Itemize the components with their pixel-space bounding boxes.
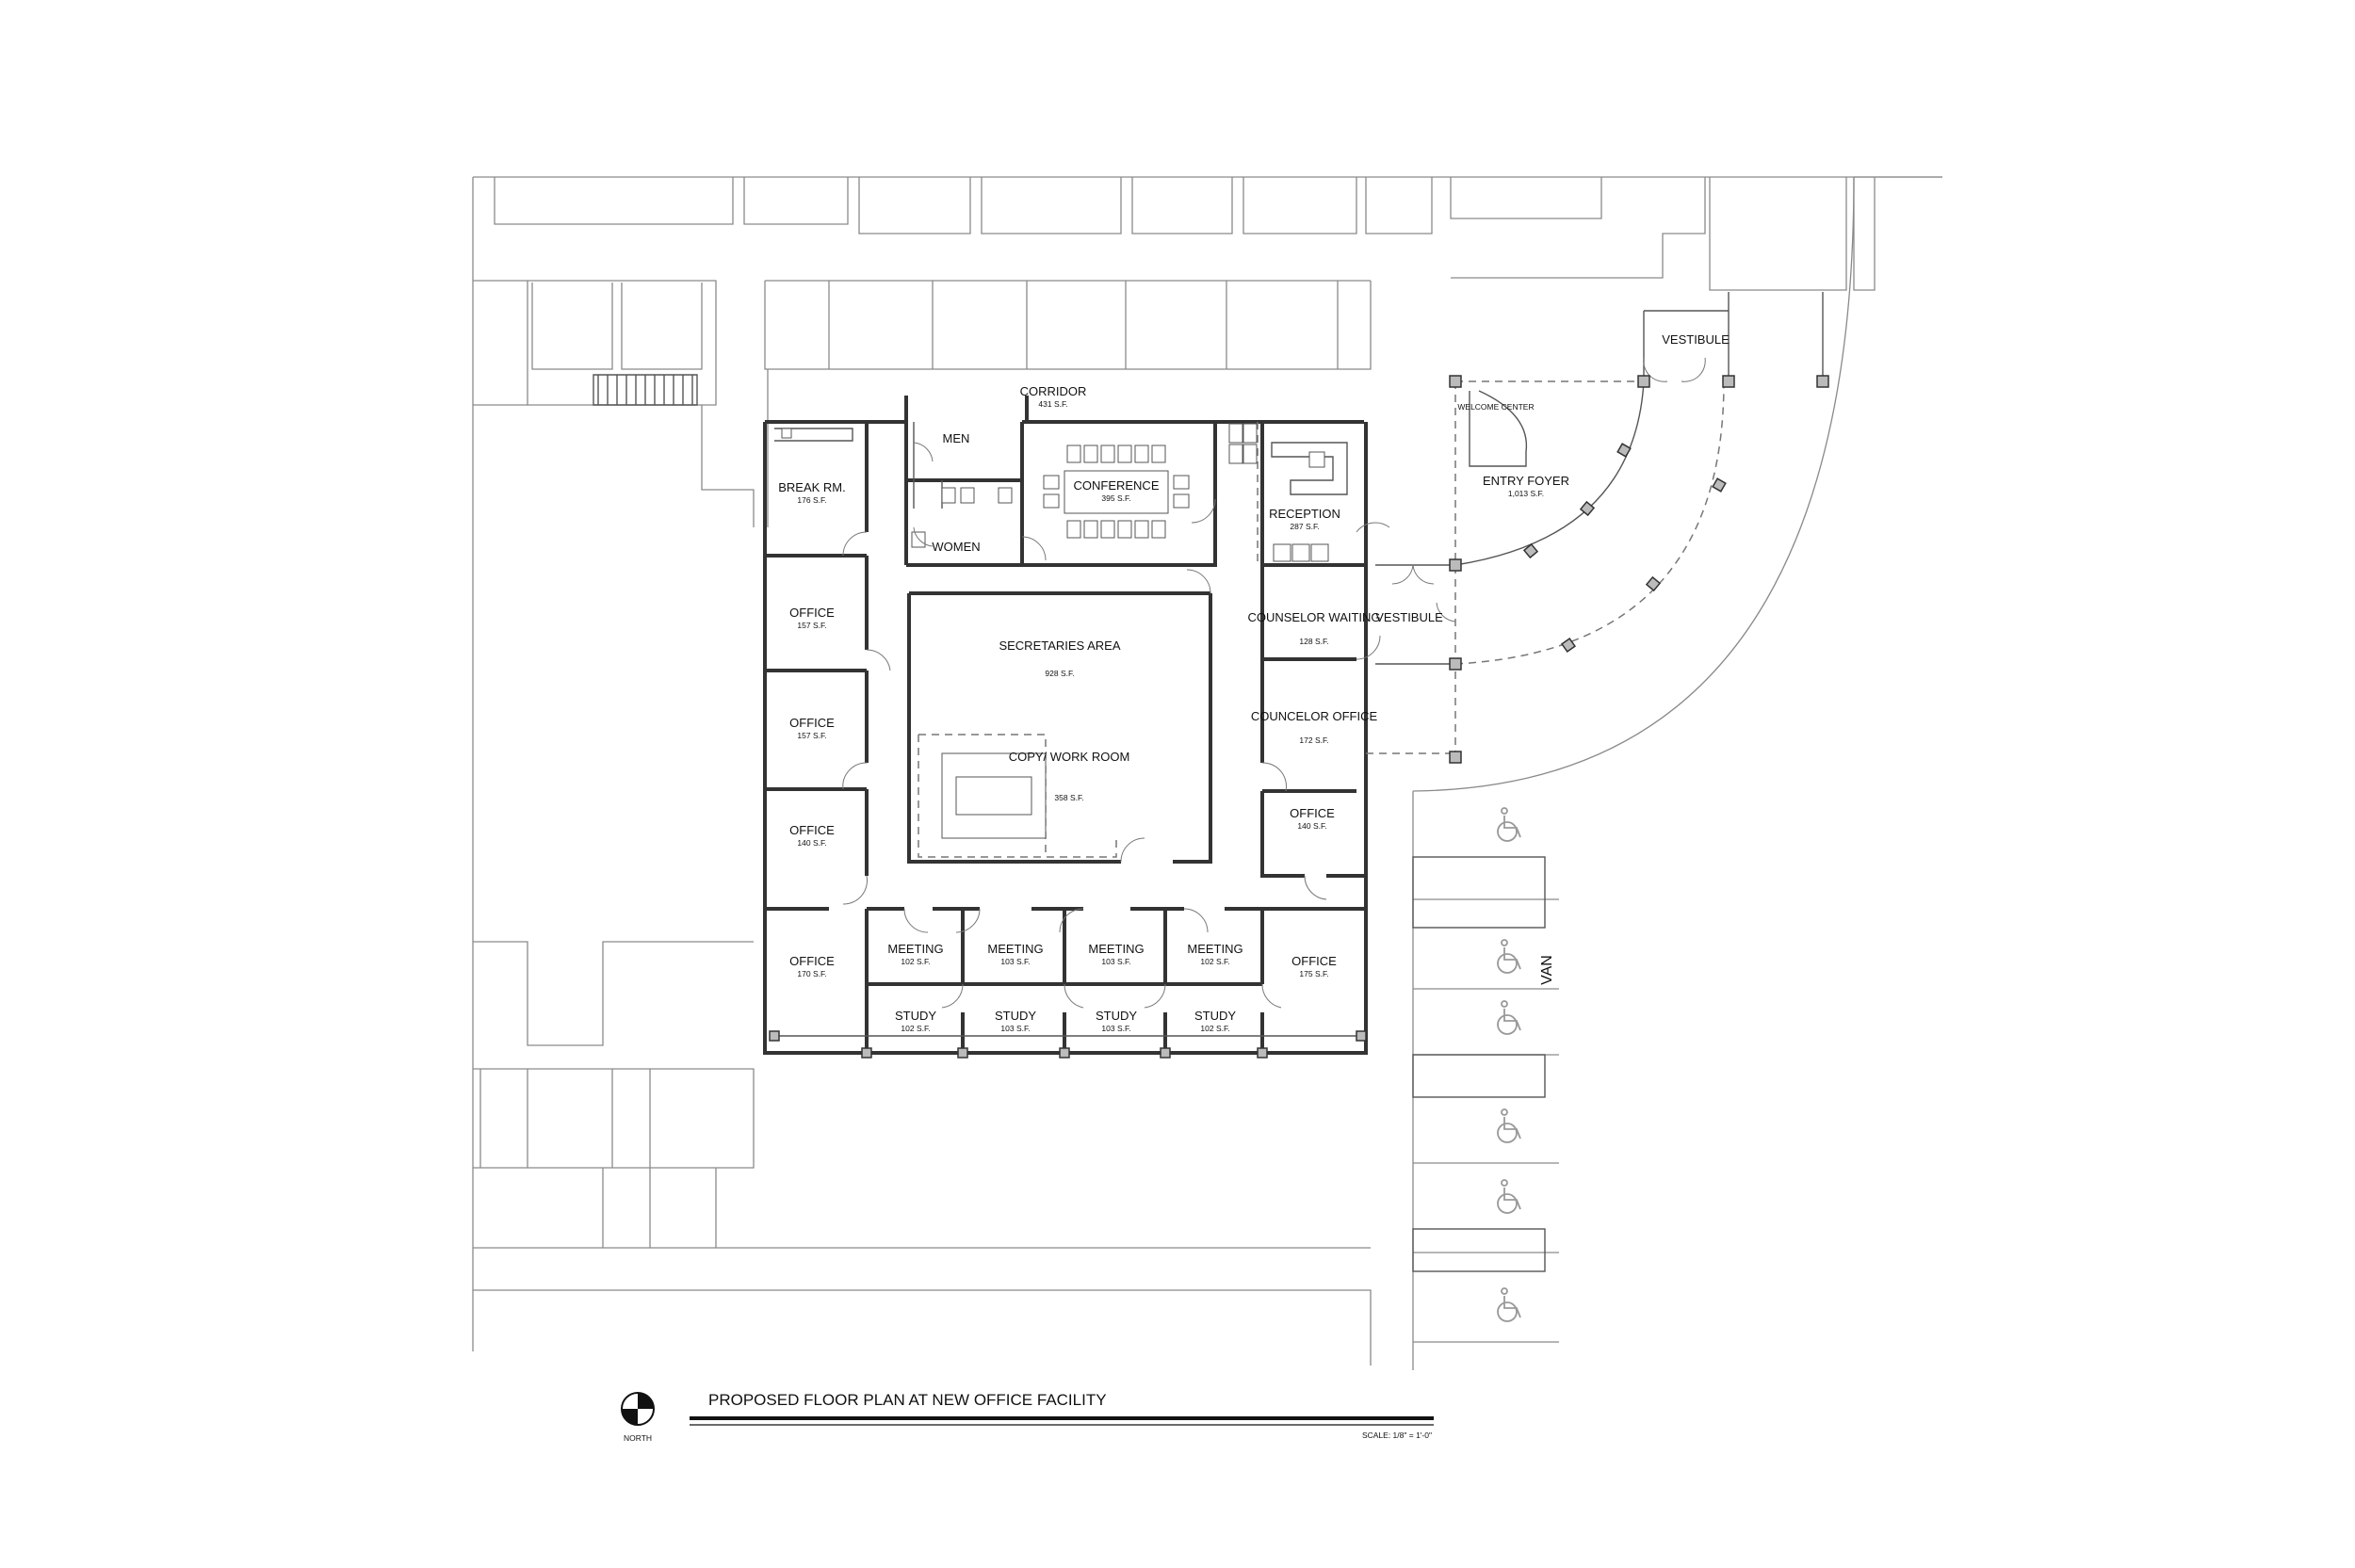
room-area: 140 S.F. [797, 838, 826, 848]
room-name: CONFERENCE [1073, 478, 1159, 493]
room-label: MEN [943, 431, 970, 445]
wheelchair-icon [1497, 1000, 1521, 1035]
room-name: MEETING [1088, 942, 1144, 956]
wheelchair-icon [1497, 1108, 1521, 1143]
wheelchair-icon [1497, 1179, 1521, 1214]
room-name: MEETING [887, 942, 943, 956]
room-name: ENTRY FOYER [1483, 474, 1569, 488]
room-area: 175 S.F. [1299, 969, 1328, 978]
wheelchair-icon [1497, 939, 1521, 974]
room-area: 431 S.F. [1038, 399, 1067, 409]
room-name: COPY/ WORK ROOM [1009, 750, 1130, 764]
drawing-title: PROPOSED FLOOR PLAN AT NEW OFFICE FACILI… [708, 1391, 1107, 1409]
room-label: SECRETARIES AREA 928 S.F. [999, 639, 1120, 678]
room-area: 176 S.F. [797, 495, 826, 505]
room-label: WELCOME CENTER [1457, 402, 1534, 412]
room-name: STUDY [995, 1009, 1036, 1023]
room-area: 172 S.F. [1299, 736, 1328, 745]
north-arrow-icon [621, 1392, 655, 1426]
room-area: 157 S.F. [797, 621, 826, 630]
room-name: BREAK RM. [778, 480, 846, 494]
existing-building [472, 176, 1942, 1370]
room-area: 928 S.F. [1045, 669, 1074, 678]
room-area: 128 S.F. [1299, 637, 1328, 646]
room-area: 103 S.F. [1101, 957, 1130, 966]
wheelchair-icon [1497, 807, 1521, 842]
room-name: OFFICE [789, 606, 835, 620]
room-label: WOMEN [932, 540, 980, 554]
entry-foyer-structure [1366, 292, 1829, 764]
van-label: VAN [1539, 955, 1555, 985]
room-area: 102 S.F. [901, 1024, 930, 1033]
room-name: STUDY [895, 1009, 936, 1023]
room-label: VESTIBULE [1662, 332, 1730, 347]
room-name: OFFICE [789, 823, 835, 837]
room-name: RECEPTION [1269, 507, 1340, 521]
room-name: COUNSELOR WAITING [1247, 610, 1380, 624]
room-area: 358 S.F. [1054, 793, 1083, 802]
room-label: BREAK RM.176 S.F. [778, 480, 846, 505]
room-name: WOMEN [932, 540, 980, 554]
room-label: COUNSELOR WAITING 128 S.F. [1247, 610, 1380, 646]
room-area: 157 S.F. [797, 731, 826, 740]
room-area: 102 S.F. [1200, 957, 1229, 966]
room-area: 395 S.F. [1101, 493, 1130, 503]
room-label: COUNCELOR OFFICE 172 S.F. [1251, 709, 1378, 745]
accessible-parking-icons [1497, 807, 1521, 1322]
room-area: 1,013 S.F. [1508, 489, 1544, 498]
room-name: STUDY [1194, 1009, 1236, 1023]
room-name: MEETING [1187, 942, 1242, 956]
room-name: VESTIBULE [1662, 332, 1730, 347]
conference-chairs [1043, 445, 1190, 539]
title-block: NORTH PROPOSED FLOOR PLAN AT NEW OFFICE … [621, 1391, 1434, 1443]
new-facility-walls [763, 396, 1390, 1059]
room-area: 287 S.F. [1290, 522, 1319, 531]
north-label: NORTH [624, 1433, 652, 1443]
room-name: SECRETARIES AREA [999, 639, 1120, 653]
room-name: STUDY [1096, 1009, 1137, 1023]
room-area: 170 S.F. [797, 969, 826, 978]
room-area: 103 S.F. [1000, 957, 1030, 966]
room-area: 103 S.F. [1101, 1024, 1130, 1033]
room-name: OFFICE [1291, 954, 1337, 968]
room-name: COUNCELOR OFFICE [1251, 709, 1378, 723]
room-area: 103 S.F. [1000, 1024, 1030, 1033]
room-area: 102 S.F. [901, 957, 930, 966]
room-name: VESTIBULE [1375, 610, 1443, 624]
scale-note: SCALE: 1/8" = 1'-0" [1362, 1431, 1432, 1440]
wheelchair-icon [1497, 1287, 1521, 1322]
room-label: COPY/ WORK ROOM 358 S.F. [1009, 750, 1130, 802]
room-name: OFFICE [789, 716, 835, 730]
room-area: 140 S.F. [1297, 821, 1326, 831]
room-name: MEN [943, 431, 970, 445]
room-name: MEETING [987, 942, 1043, 956]
room-area: 102 S.F. [1200, 1024, 1229, 1033]
room-name: OFFICE [789, 954, 835, 968]
room-name: WELCOME CENTER [1457, 402, 1534, 412]
room-name: CORRIDOR [1020, 384, 1087, 398]
room-name: OFFICE [1290, 806, 1335, 820]
room-label: VESTIBULE [1375, 610, 1443, 624]
